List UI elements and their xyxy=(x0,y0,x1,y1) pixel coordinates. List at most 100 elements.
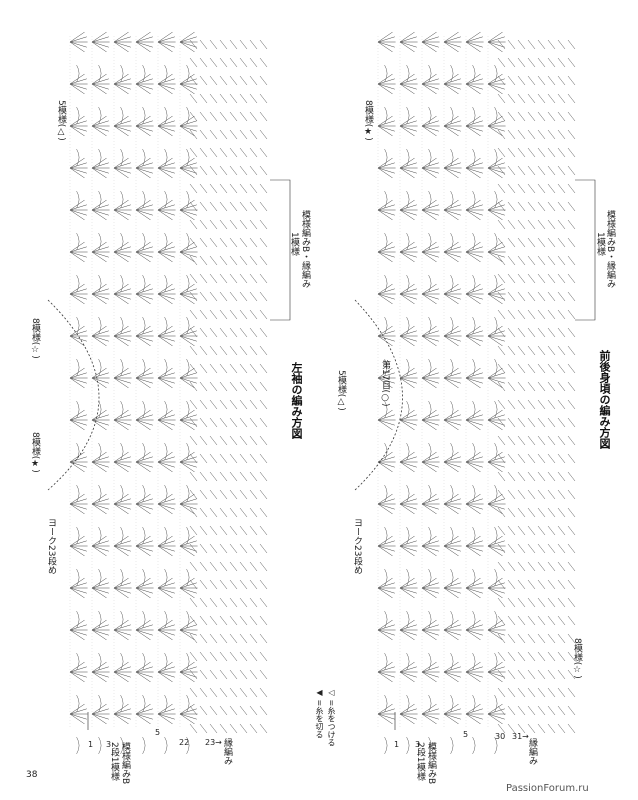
fan-stitch xyxy=(443,419,459,431)
chain-arc xyxy=(186,232,190,251)
stitch-mark xyxy=(557,57,566,68)
fan-stitch xyxy=(465,587,481,599)
fan-stitch xyxy=(69,335,85,347)
fan-stitch xyxy=(399,330,417,337)
stitch-mark xyxy=(209,183,218,194)
stitch-mark xyxy=(249,453,258,464)
stitch-mark xyxy=(507,165,516,176)
stitch-mark xyxy=(229,255,238,266)
stitch-mark xyxy=(199,543,208,554)
fan-stitch xyxy=(157,246,175,253)
stitch-mark xyxy=(239,165,248,176)
fan-stitch xyxy=(399,293,417,300)
chain-arc xyxy=(472,148,476,167)
fan-stitch xyxy=(421,545,437,557)
stitch-mark xyxy=(239,723,248,734)
stitch-mark xyxy=(507,309,516,320)
fan-stitch xyxy=(157,419,173,431)
stitch-mark xyxy=(507,57,516,68)
stitch-mark xyxy=(517,93,526,104)
fan-stitch xyxy=(443,493,459,505)
fan-stitch xyxy=(91,41,109,48)
fan-stitch xyxy=(443,367,459,379)
stitch-mark xyxy=(527,705,536,716)
chain-arc xyxy=(406,106,410,125)
fan-stitch xyxy=(91,283,107,295)
chain-arc xyxy=(120,232,124,251)
fan-stitch xyxy=(443,461,459,473)
chain-arc xyxy=(164,442,168,461)
stitch-mark xyxy=(259,219,268,230)
stitch-mark xyxy=(547,615,556,626)
stitch-mark xyxy=(527,255,536,266)
chain-arc xyxy=(186,190,190,209)
stitch-mark xyxy=(209,507,218,518)
stitch-mark xyxy=(259,147,268,158)
fan-stitch xyxy=(399,503,415,515)
fan-stitch xyxy=(399,83,417,90)
fan-stitch xyxy=(487,157,503,169)
fan-stitch xyxy=(465,409,481,421)
stitch-mark xyxy=(537,57,546,68)
chain-arc xyxy=(472,526,476,545)
fan-stitch xyxy=(421,41,439,48)
fan-stitch xyxy=(377,461,395,468)
fan-stitch xyxy=(443,666,461,673)
fan-stitch xyxy=(399,582,417,589)
fan-stitch xyxy=(443,293,459,305)
right-pattern-b-label: 模様編みB xyxy=(426,742,436,785)
stitch-mark xyxy=(229,597,238,608)
chain-arc xyxy=(450,358,454,377)
stitch-mark xyxy=(189,291,198,302)
fan-stitch xyxy=(465,708,483,715)
fan-stitch xyxy=(421,204,439,211)
stitch-mark xyxy=(249,633,258,644)
fan-stitch xyxy=(487,377,503,389)
fan-stitch xyxy=(157,629,173,641)
stitch-mark xyxy=(527,507,536,518)
stitch-mark xyxy=(547,651,556,662)
stitch-mark xyxy=(557,201,566,212)
fan-stitch xyxy=(465,325,481,337)
fan-stitch xyxy=(157,73,173,85)
chain-arc xyxy=(384,694,388,713)
fan-stitch xyxy=(135,671,151,683)
stitch-mark xyxy=(507,399,516,410)
stitch-mark xyxy=(189,417,198,428)
fan-stitch xyxy=(443,125,459,137)
fan-stitch xyxy=(465,167,483,174)
stitch-mark xyxy=(547,687,556,698)
fan-stitch xyxy=(135,456,153,463)
fan-stitch xyxy=(377,713,395,720)
fan-stitch xyxy=(157,587,173,599)
stitch-mark xyxy=(219,129,228,140)
fan-stitch xyxy=(487,540,505,547)
stitch-mark xyxy=(189,165,198,176)
stitch-mark xyxy=(517,435,526,446)
fan-stitch xyxy=(157,377,175,384)
fan-stitch xyxy=(179,619,195,631)
fan-stitch xyxy=(421,703,437,715)
stitch-mark xyxy=(537,255,546,266)
fan-stitch xyxy=(421,251,437,263)
fan-stitch xyxy=(179,661,195,673)
stitch-mark xyxy=(209,273,218,284)
fan-stitch xyxy=(399,204,417,211)
fan-stitch xyxy=(91,293,107,305)
fan-stitch xyxy=(91,498,109,505)
fan-stitch xyxy=(421,246,439,253)
fan-stitch xyxy=(377,167,393,179)
chain-arc xyxy=(428,736,432,755)
fan-stitch xyxy=(377,540,395,547)
stitch-mark xyxy=(189,39,198,50)
chain-arc xyxy=(428,526,432,545)
fan-stitch xyxy=(113,36,131,43)
chain-arc xyxy=(142,736,146,755)
fan-stitch xyxy=(465,703,481,715)
fan-stitch xyxy=(69,125,87,132)
fan-stitch xyxy=(135,41,151,53)
stitch-mark xyxy=(557,633,566,644)
fan-stitch xyxy=(179,713,197,720)
stitch-mark xyxy=(537,435,546,446)
bracket-line xyxy=(270,179,291,321)
